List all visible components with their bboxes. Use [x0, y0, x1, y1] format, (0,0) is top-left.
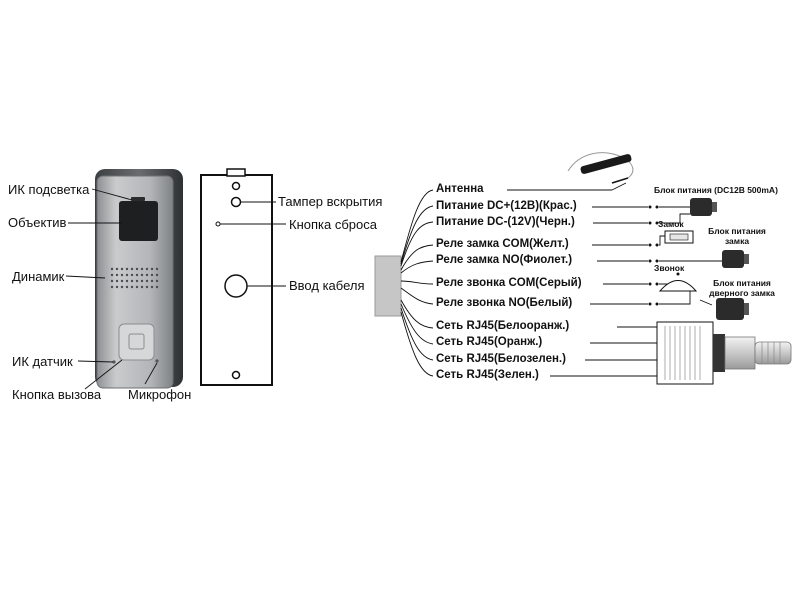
wire-label-power-minus: Питание DC-(12V)(Черн.)	[436, 216, 575, 228]
wire-label-rj45-white-green: Сеть RJ45(Белозелен.)	[436, 353, 566, 365]
ir-light-window	[131, 197, 145, 201]
label-lock: Замок	[658, 219, 684, 229]
power-supply-adapter	[690, 198, 717, 216]
rj45-connector	[656, 321, 792, 385]
antenna	[567, 152, 634, 184]
label-lens: Объектив	[8, 215, 67, 230]
wire-label-rj45-orange: Сеть RJ45(Оранж.)	[436, 336, 543, 348]
wire-label-lock-com: Реле замка COM(Желт.)	[436, 238, 569, 250]
label-door-lock-power-supply: Блок питания дверного замка	[709, 278, 775, 298]
label-doorbell: Звонок	[654, 263, 685, 273]
front-panel	[65, 169, 183, 390]
wire-label-lock-no: Реле замка NO(Фиолет.)	[436, 254, 573, 266]
lock-power-supply-adapter	[722, 250, 749, 268]
cable-bundle	[374, 255, 402, 317]
tamper-switch	[230, 196, 242, 208]
call-button	[118, 323, 155, 361]
wire-label-bell-com: Реле звонка COM(Серый)	[436, 277, 582, 289]
wire-label-bell-no: Реле звонка NO(Белый)	[436, 297, 573, 309]
label-cable-entry: Ввод кабеля	[289, 278, 365, 293]
door-lock-power-supply-adapter	[716, 298, 749, 320]
bottom-screw	[231, 370, 241, 380]
lock-device	[664, 230, 694, 244]
wire-label-antenna: Антенна	[436, 183, 484, 195]
bell-icon	[128, 333, 145, 350]
label-ir-light: ИК подсветка	[8, 182, 90, 197]
output-wires	[507, 182, 664, 377]
cable-entry-hole	[224, 274, 248, 298]
ir-sensor-hole	[112, 360, 116, 364]
wire-label-rj45-white-orange: Сеть RJ45(Белооранж.)	[436, 320, 570, 332]
camera-lens	[119, 201, 158, 241]
fan-wires	[400, 189, 434, 377]
wire-label-power-plus: Питание DC+(12В)(Крас.)	[436, 200, 577, 212]
back-panel	[200, 168, 286, 386]
label-lock-power-supply: Блок питания замка	[708, 226, 766, 246]
wiring-section	[374, 152, 792, 385]
speaker-grill	[110, 267, 159, 289]
wire-label-rj45-green: Сеть RJ45(Зелен.)	[436, 369, 539, 381]
top-screw	[231, 181, 241, 191]
terminal-dots	[648, 205, 659, 306]
label-call-button: Кнопка вызова	[12, 387, 102, 402]
back-panel-top-tab	[226, 168, 246, 177]
microphone-hole	[155, 359, 159, 363]
doorbell-device	[658, 272, 698, 292]
label-microphone: Микрофон	[128, 387, 192, 402]
label-tamper: Тампер вскрытия	[278, 194, 383, 209]
label-power-supply: Блок питания (DC12В 500mA)	[654, 185, 778, 195]
front-leader-lines	[65, 188, 158, 390]
label-ir-sensor: ИК датчик	[12, 354, 73, 369]
back-leader-lines	[220, 201, 286, 287]
label-speaker: Динамик	[12, 269, 65, 284]
reset-button	[215, 221, 221, 227]
label-reset-button: Кнопка сброса	[289, 217, 377, 232]
